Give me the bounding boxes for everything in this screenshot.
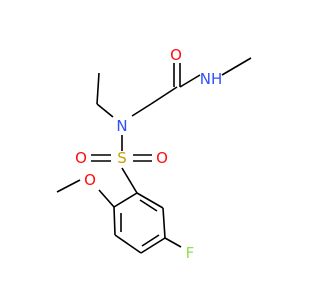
- bond-carbonyl-nh: [179, 74, 201, 88]
- atom-nitrogen-amine: N: [116, 117, 127, 135]
- bond-ring-c6-c1: [136, 192, 164, 209]
- molecule-structure-diagram: O NH N S O O O F: [56, 46, 252, 262]
- bond-ring-inner-c1-c6: [139, 199, 158, 212]
- atom-oxygen-sulfonyl-left: O: [75, 149, 87, 167]
- bond-ring-c3-c4: [114, 234, 142, 254]
- atom-nh: NH: [200, 70, 223, 88]
- bond-ring-c4-c5: [140, 237, 166, 254]
- bond-ring-methoxy-o: [98, 189, 115, 208]
- bond-ring-fluorine: [164, 237, 182, 248]
- bond-amine-ethyl: [96, 103, 114, 118]
- atom-label-layer: O NH N S O O O F: [75, 46, 222, 262]
- bond-ring-inner-c4-c5: [141, 234, 160, 247]
- bond-layer: [56, 57, 252, 254]
- atom-oxygen-sulfonyl-right: O: [156, 149, 168, 167]
- atom-sulfur: S: [117, 149, 127, 167]
- bond-carbonyl-ch2: [150, 86, 178, 105]
- bond-ch2-amine: [131, 103, 152, 117]
- bond-sulfur-ring: [121, 167, 138, 194]
- atom-fluorine: F: [186, 244, 195, 262]
- atom-oxygen-carbonyl: O: [170, 46, 182, 64]
- bond-methoxy-methyl: [56, 179, 81, 193]
- atom-oxygen-methoxy: O: [84, 171, 96, 189]
- bond-ring-c5-c6: [162, 207, 166, 239]
- bond-ring-c2-c3: [113, 206, 116, 236]
- bond-nh-methyl: [221, 57, 252, 76]
- bond-ethyl-methyl: [96, 72, 100, 105]
- bond-ring-c1-c2: [113, 192, 138, 208]
